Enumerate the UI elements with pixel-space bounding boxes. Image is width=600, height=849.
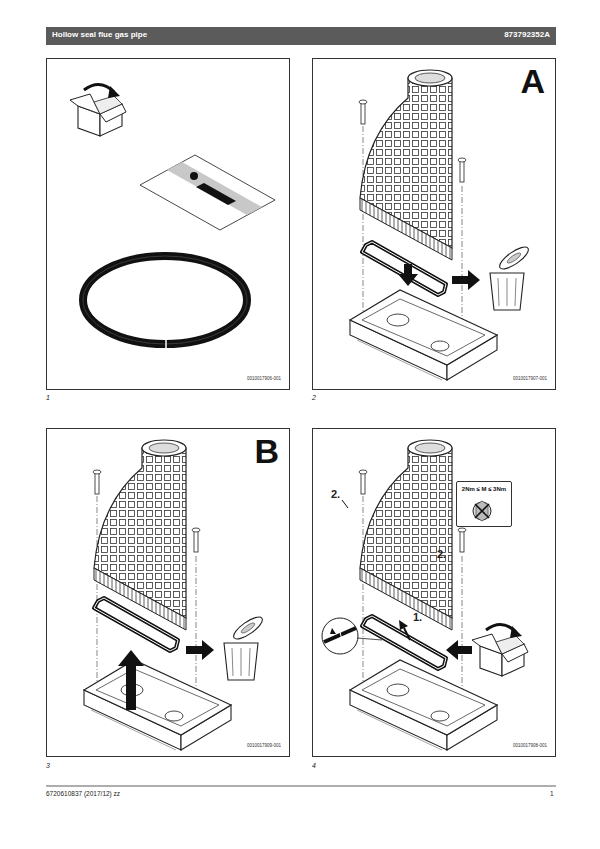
art-use (350, 70, 497, 380)
step-panel: B 0010017909-001 (46, 428, 290, 757)
header-band: Hollow seal flue gas pipe 873792352A (46, 27, 556, 45)
torque-value: 2Nm ≤ M ≤ 3Nm (462, 486, 506, 493)
art-line (165, 339, 167, 348)
art-polygon (398, 264, 418, 286)
contents-panel-art (70, 84, 275, 348)
art-polygon (196, 183, 236, 205)
art-use (362, 242, 446, 295)
variant-letter: B (254, 433, 279, 470)
figure-number: 2 (312, 394, 316, 402)
art-ellipse (83, 256, 247, 344)
art-polygon (476, 501, 488, 521)
step-number: 1. (413, 611, 422, 623)
art-use (472, 624, 528, 676)
art-polygon (446, 640, 472, 660)
figure-number: 3 (46, 762, 50, 770)
step-panel: A 0010017907-001 (312, 58, 556, 390)
figure-code: 0010017907-001 (513, 377, 547, 382)
removal-a-art (350, 70, 531, 380)
art-circle (190, 172, 198, 180)
step-number: 2. (437, 548, 446, 560)
art-use (84, 440, 231, 750)
art-polygon (140, 155, 275, 230)
art-path (324, 628, 356, 642)
figure-code: 0010017908-001 (513, 744, 547, 749)
art-polygon (167, 162, 262, 215)
art-circle (322, 618, 358, 654)
step-panel: 0010017908-001 2Nm ≤ M ≤ 3Nm (312, 428, 556, 757)
footer-rule (46, 786, 556, 787)
art-polygon (399, 620, 408, 630)
art-polygon (330, 628, 336, 634)
torque-box: 2Nm ≤ M ≤ 3Nm (456, 481, 512, 527)
art-use (94, 598, 178, 651)
art-line (404, 628, 410, 640)
fitting-art (322, 440, 528, 750)
art-line (357, 638, 382, 640)
art-ellipse (83, 256, 247, 344)
figure-number: 1 (46, 394, 50, 402)
art-polygon (118, 650, 144, 710)
step-panel: 0010017906-001 (46, 58, 290, 390)
art-use (362, 616, 446, 669)
variant-letter: A (520, 63, 545, 100)
removal-b-art (84, 440, 265, 750)
art-use (452, 243, 531, 310)
art-line (342, 500, 348, 508)
art-line (475, 504, 489, 518)
page-number: 1 (550, 790, 554, 797)
document-title: Hollow seal flue gas pipe (52, 31, 147, 40)
figure-number: 4 (312, 762, 316, 770)
figure-code: 0010017909-001 (247, 744, 281, 749)
art-circle (473, 502, 491, 520)
art-use (186, 613, 265, 680)
step-number: 2. (331, 488, 340, 500)
figure-code: 0010017906-001 (247, 377, 281, 382)
art-line (339, 628, 342, 640)
art-line (475, 504, 489, 518)
art-use (70, 84, 126, 136)
document-code: 6720610837 (2017/12) zz (46, 790, 120, 797)
part-number: 873792352A (504, 31, 550, 40)
